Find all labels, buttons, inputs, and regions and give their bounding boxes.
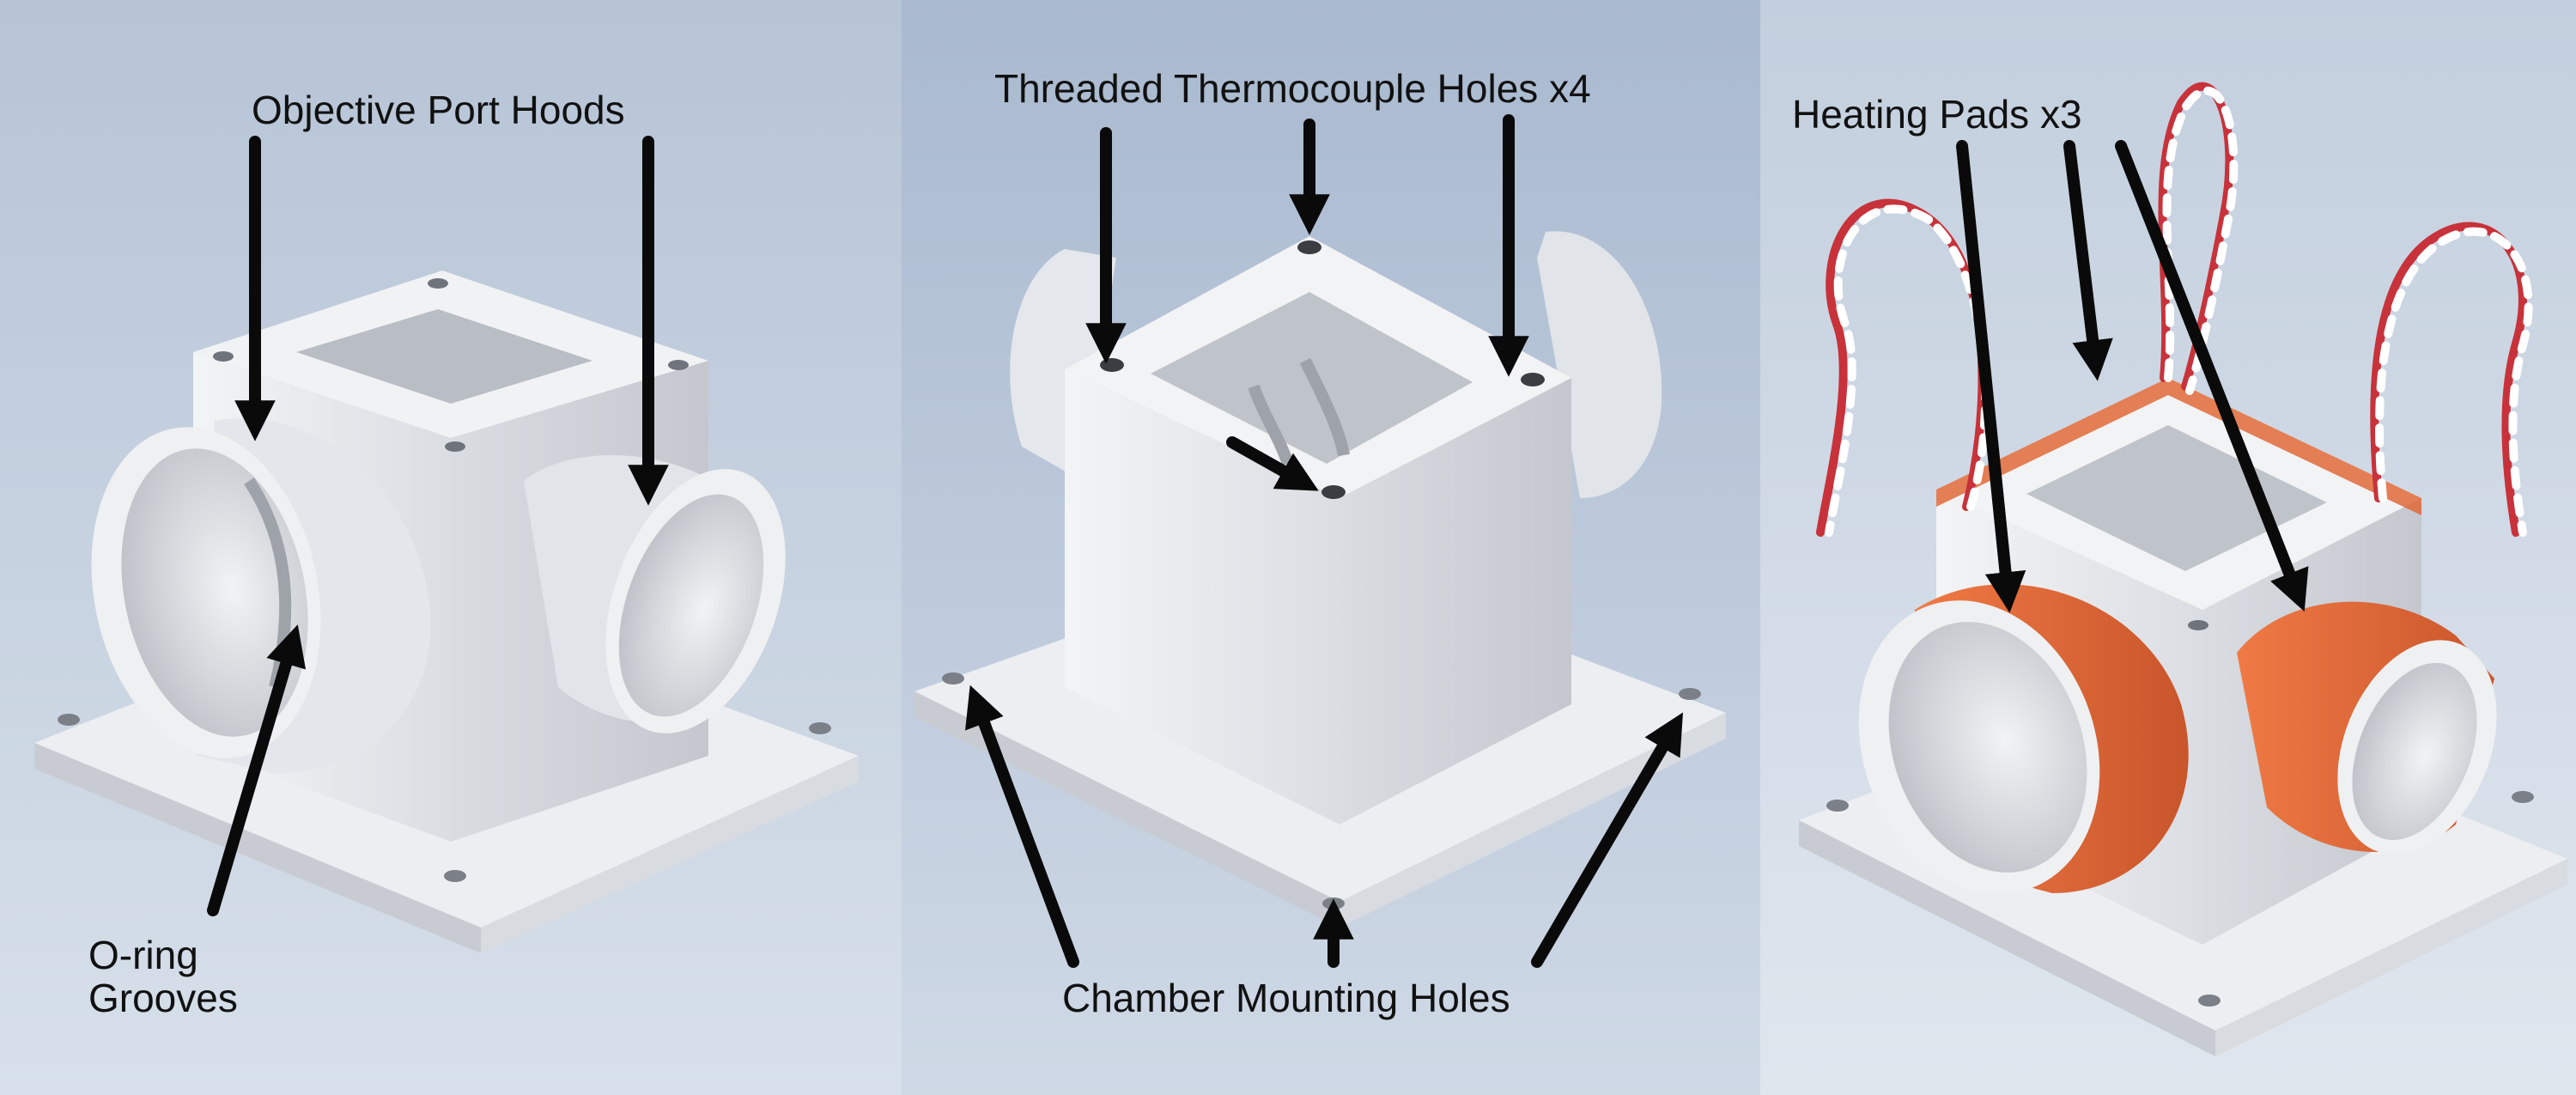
left-top-opening [296,309,592,404]
middle-cube-front [1065,369,1340,824]
label-oring-line1: O-ring [88,933,198,977]
arrow-heating-pad-1 [1956,140,2026,613]
label-chamber-mounting-holes: Chamber Mounting Holes [1062,976,1510,1020]
label-thermocouple-holes: Threaded Thermocouple Holes x4 [994,66,1591,111]
label-oring-line2: Grooves [88,976,238,1020]
arrow-heating-pad-3 [2115,140,2309,612]
right-mount-hole [1826,800,1849,812]
left-mount-hole [58,714,80,726]
middle-cube-side [1340,378,1571,824]
arrow-oring-groove [207,624,307,916]
right-chamber-render [1799,82,2567,1056]
label-heating-pads: Heating Pads x3 [1792,92,2082,137]
middle-mount-hole [942,672,964,684]
right-top-opening [2026,425,2327,571]
thermocouple-hole [1297,240,1321,254]
left-chamber-render [34,271,859,953]
arrow-heating-pad-2 [2063,140,2113,381]
middle-chamber-render [914,231,1726,928]
arrow-mount-hole-3 [1531,712,1684,968]
right-top-heating-pad [1936,378,2421,515]
label-objective-port-hoods: Objective Port Hoods [252,88,625,132]
arrow-mount-hole-1 [965,684,1079,968]
arrow-thermo-hole-4 [1226,436,1319,491]
callout-arrows [207,114,2309,968]
